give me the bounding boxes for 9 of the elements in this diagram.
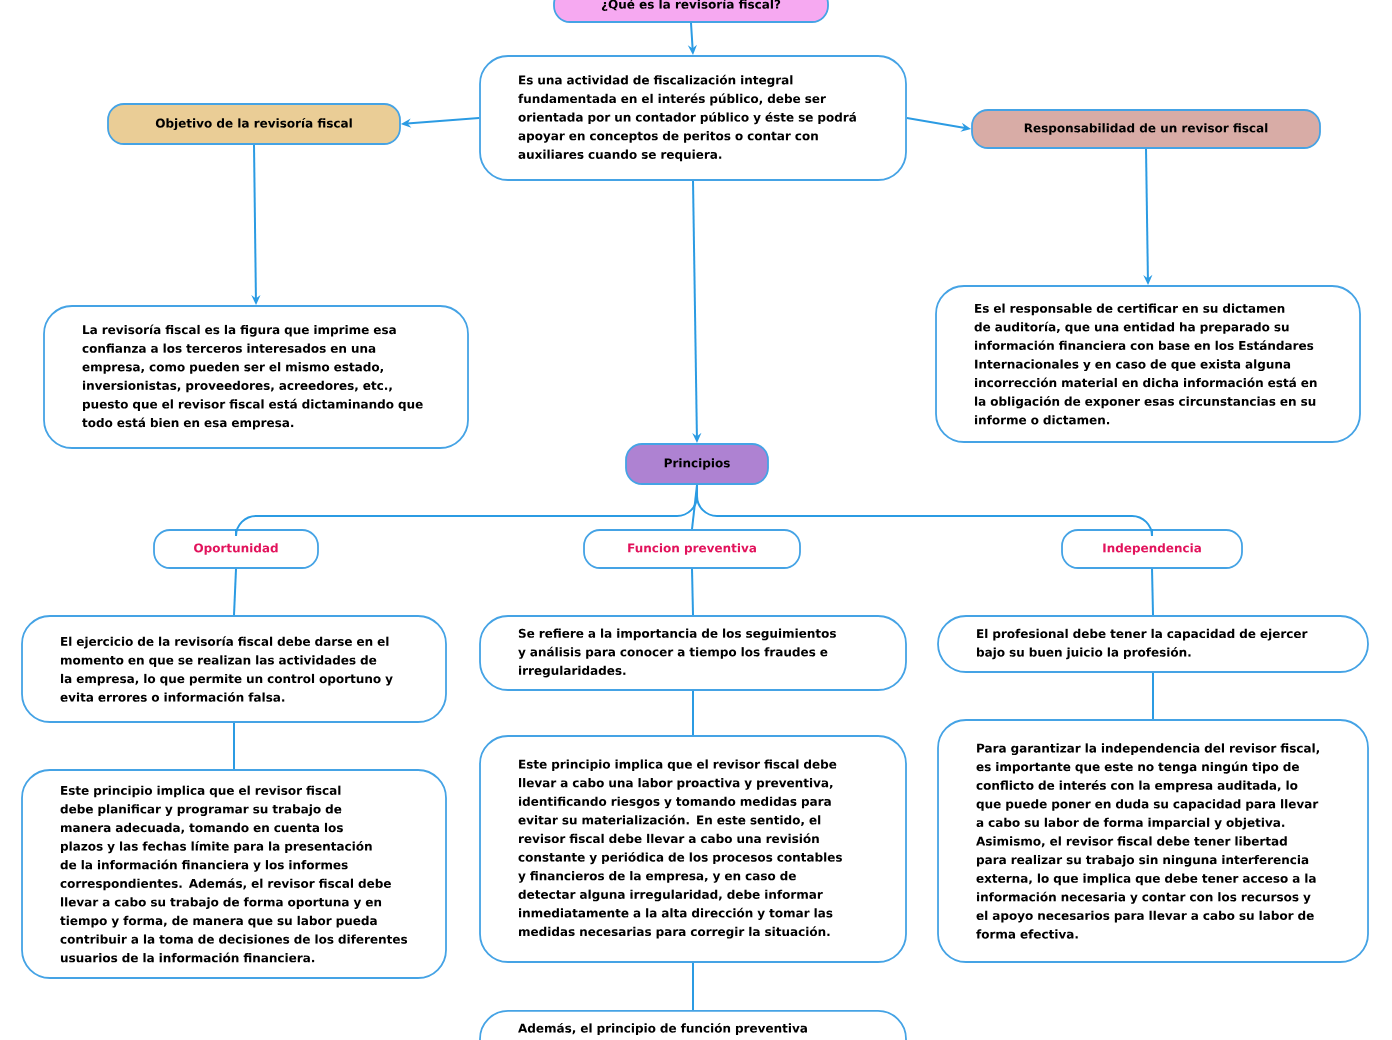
connector bbox=[692, 961, 694, 1011]
connector bbox=[233, 721, 235, 771]
connector bbox=[691, 483, 698, 531]
connector bbox=[1151, 567, 1154, 617]
connector bbox=[233, 567, 237, 617]
connector bbox=[696, 483, 1153, 537]
connector bbox=[1152, 671, 1154, 721]
connector bbox=[691, 567, 694, 617]
connector bbox=[692, 689, 694, 737]
